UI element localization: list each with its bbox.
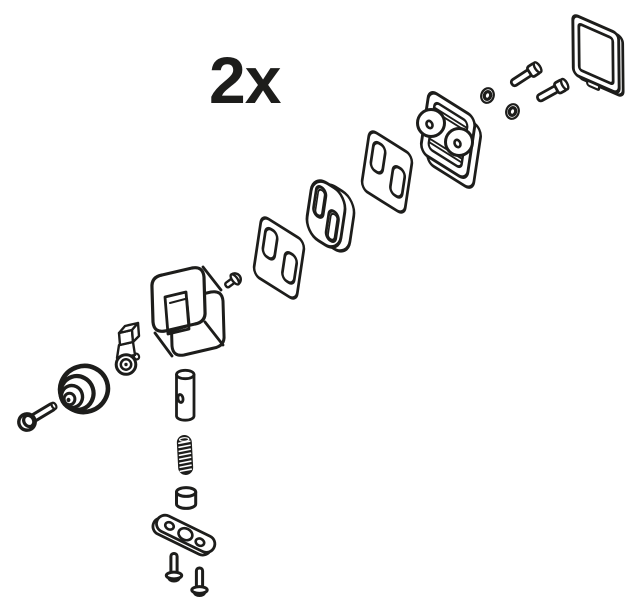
bracket-box-side [130,321,141,344]
roller-bracket-part [114,321,141,376]
spacer-slot [324,209,340,243]
base-plate-hole-small [194,537,206,548]
cover-frame-part [571,14,625,97]
base-plate-hole-large [177,526,194,542]
plate-slot [369,140,387,175]
gasket-plate-2 [252,216,306,300]
spring-part [176,435,194,475]
body-square-hole [163,290,191,336]
socket-bolt-part [17,401,58,432]
main-body-part [150,265,226,358]
base-plate-hole-small [163,520,176,531]
pulley-center-hole [66,397,71,403]
mount-bolt-2 [536,77,570,103]
roller-housing-part [416,91,482,189]
spacer-slot-depth [314,188,326,217]
washer-1 [480,87,495,104]
bolt-socket [22,413,36,429]
spring-coil-lines [178,440,193,473]
washer-inner [482,90,493,101]
spacer-slot [312,185,328,219]
spring-top-coil [178,437,190,442]
screw-flange [164,570,184,581]
bolt-head-cap [559,77,570,91]
guide-pin-part [175,368,196,422]
washer-2 [505,103,520,120]
roller-disc-1-hole [425,119,434,130]
quantity-label: 2x [209,43,282,117]
plate-slot [261,226,279,261]
body-front [150,266,207,333]
housing-rail [428,141,463,164]
screw-flange [190,585,209,595]
screw-head-face [229,273,241,286]
cap-top [175,486,198,498]
plate-outline [252,216,306,300]
cover-frame-opening [577,22,615,86]
base-screw-2 [190,566,209,598]
spacer-front [305,179,347,249]
plate-outline [360,130,414,214]
body-hole-diagonal [167,325,190,333]
plate-slot [281,250,299,285]
plate-slot [389,164,407,199]
pulley-wheel-part [57,363,111,415]
mount-bolt-1 [509,61,543,88]
body-edge [201,265,223,292]
body-hole-depth [169,297,191,326]
bushing-cap-part [175,486,198,510]
oval-spacer-part [305,179,356,253]
bolt-tip [50,401,58,410]
bolt-head-cap [532,61,543,74]
pin-side-hole [176,393,185,404]
fixing-screw-part [224,272,242,289]
spacer-slot-depth [327,212,338,241]
pin-top [175,368,196,381]
bracket-wheel-center [124,362,128,367]
base-plate-part [151,513,217,557]
base-screw-1 [164,552,184,583]
roller-disc-2-hole [453,138,462,149]
pin-body [175,373,196,422]
body-edge [153,331,174,358]
washer-inner [507,106,518,117]
gasket-plate-1 [360,130,414,214]
body-edge [203,320,225,347]
